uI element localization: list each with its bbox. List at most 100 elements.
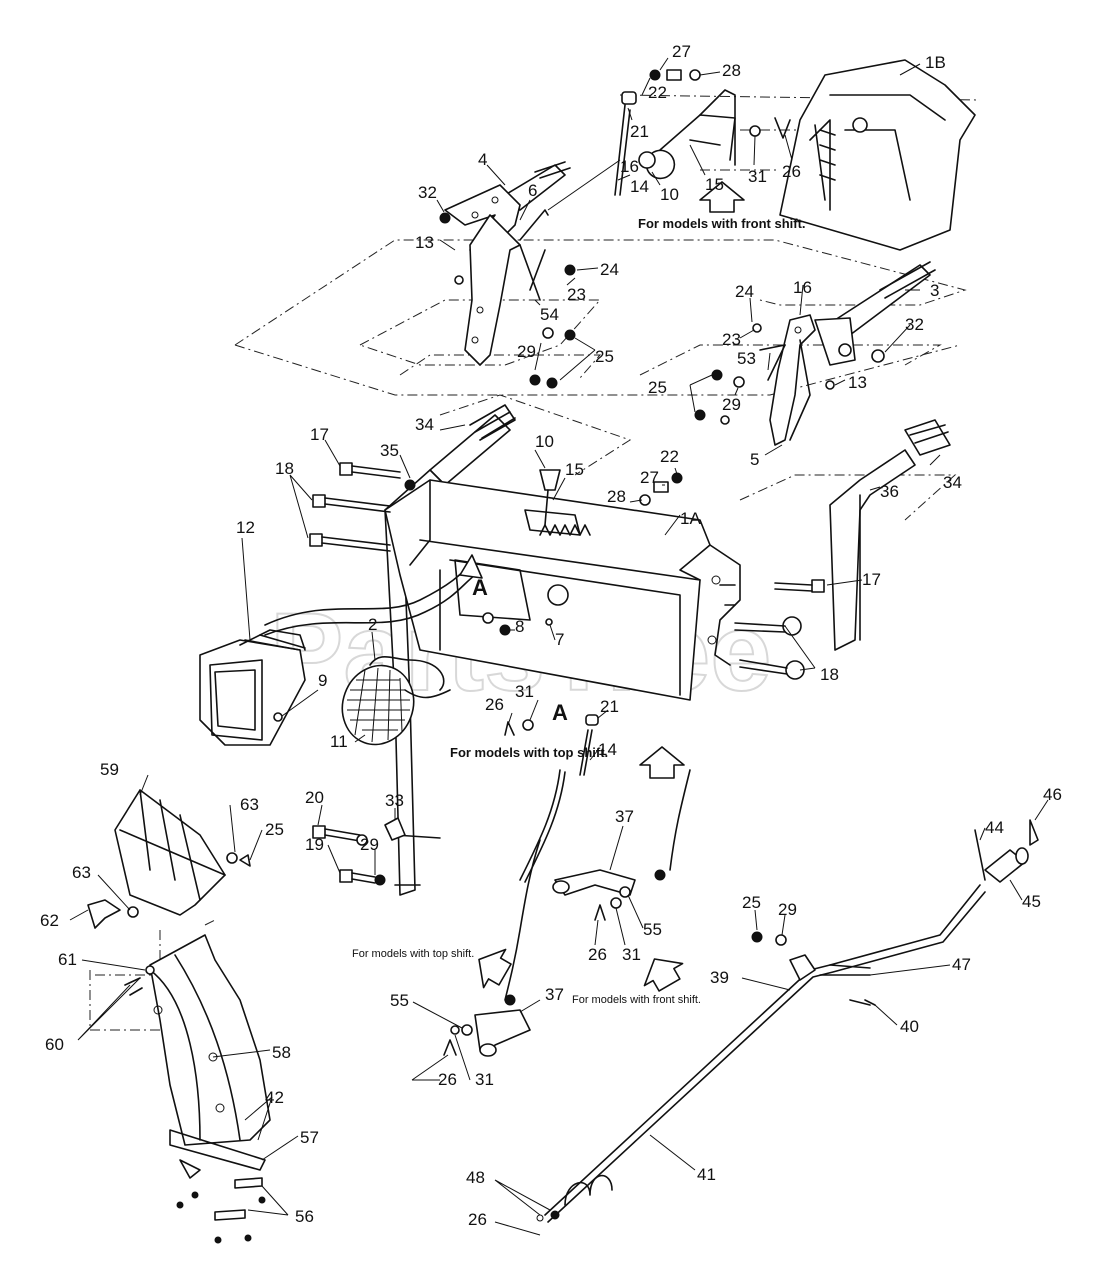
callout-23: 23 bbox=[567, 285, 586, 304]
callout-10: 10 bbox=[535, 432, 554, 451]
callout-32: 32 bbox=[905, 315, 924, 334]
callout-46: 46 bbox=[1043, 785, 1062, 804]
callout-14: 14 bbox=[630, 177, 649, 196]
callout-34: 34 bbox=[943, 473, 962, 492]
right-upper-handle bbox=[694, 261, 936, 446]
callout-45: 45 bbox=[1022, 892, 1041, 911]
callout-29: 29 bbox=[778, 900, 797, 919]
callout-13: 13 bbox=[848, 373, 867, 392]
callout-31: 31 bbox=[475, 1070, 494, 1089]
headlight-assembly bbox=[199, 554, 483, 746]
callout-26: 26 bbox=[485, 695, 504, 714]
callout-25: 25 bbox=[265, 820, 284, 839]
callout-10: 10 bbox=[660, 185, 679, 204]
callout-37: 37 bbox=[615, 807, 634, 826]
callout-1a: 1A bbox=[680, 509, 701, 528]
dashboard-panel bbox=[384, 469, 741, 701]
callout-35: 35 bbox=[380, 441, 399, 460]
callout-23: 23 bbox=[722, 330, 741, 349]
callout-22: 22 bbox=[648, 83, 667, 102]
left-upper-handle bbox=[439, 161, 576, 389]
callout-55: 55 bbox=[390, 991, 409, 1010]
callout-58: 58 bbox=[272, 1043, 291, 1062]
bolts bbox=[309, 462, 825, 680]
callout-26: 26 bbox=[468, 1210, 487, 1229]
callout-9: 9 bbox=[318, 671, 327, 690]
callout-7: 7 bbox=[555, 630, 564, 649]
callout-63: 63 bbox=[240, 795, 259, 814]
callout-31: 31 bbox=[622, 945, 641, 964]
callout-labels: 27 28 22 1B 21 14 10 15 31 26 4 32 6 16 … bbox=[40, 42, 1062, 1229]
front-shift-assembly bbox=[614, 59, 976, 251]
callout-56: 56 bbox=[295, 1207, 314, 1226]
callout-28: 28 bbox=[607, 487, 626, 506]
callout-17: 17 bbox=[862, 570, 881, 589]
callout-47: 47 bbox=[952, 955, 971, 974]
callout-57: 57 bbox=[300, 1128, 319, 1147]
callout-14: 14 bbox=[598, 740, 617, 759]
callout-a1: A bbox=[472, 575, 488, 600]
top-shift-parts bbox=[312, 714, 685, 886]
callout-2: 2 bbox=[368, 615, 377, 634]
chute-crank bbox=[536, 819, 1039, 1223]
callout-31: 31 bbox=[515, 682, 534, 701]
callout-4: 4 bbox=[478, 150, 487, 169]
callout-59: 59 bbox=[100, 760, 119, 779]
callout-5: 5 bbox=[750, 450, 759, 469]
callout-61: 61 bbox=[58, 950, 77, 969]
callout-17: 17 bbox=[310, 425, 329, 444]
callout-26: 26 bbox=[588, 945, 607, 964]
callout-6: 6 bbox=[528, 181, 537, 200]
callout-39: 39 bbox=[710, 968, 729, 987]
callout-18: 18 bbox=[820, 665, 839, 684]
callout-3: 3 bbox=[930, 281, 939, 300]
callout-26: 26 bbox=[782, 162, 801, 181]
callout-29: 29 bbox=[517, 342, 536, 361]
discharge-chute bbox=[87, 789, 271, 1244]
callout-40: 40 bbox=[900, 1017, 919, 1036]
callout-60: 60 bbox=[45, 1035, 64, 1054]
callout-44: 44 bbox=[985, 818, 1004, 837]
callout-33: 33 bbox=[385, 791, 404, 810]
callout-27: 27 bbox=[672, 42, 691, 61]
callout-42: 42 bbox=[265, 1088, 284, 1107]
callout-13: 13 bbox=[415, 233, 434, 252]
callout-53: 53 bbox=[737, 349, 756, 368]
note-front-shift-upper: For models with front shift. bbox=[638, 216, 806, 231]
callout-48: 48 bbox=[466, 1168, 485, 1187]
callout-8: 8 bbox=[515, 617, 524, 636]
callout-55: 55 bbox=[643, 920, 662, 939]
callout-36: 36 bbox=[880, 482, 899, 501]
callout-22: 22 bbox=[660, 447, 679, 466]
callout-41: 41 bbox=[697, 1165, 716, 1184]
callout-11: 11 bbox=[330, 732, 348, 751]
callout-16: 16 bbox=[620, 157, 639, 176]
callout-12: 12 bbox=[236, 518, 255, 537]
callout-29: 29 bbox=[360, 835, 379, 854]
callout-27: 27 bbox=[640, 468, 659, 487]
callout-24: 24 bbox=[600, 260, 619, 279]
callout-15: 15 bbox=[565, 460, 584, 479]
note-front-shift-lower: For models with front shift. bbox=[572, 994, 701, 1006]
shift-rods bbox=[443, 769, 691, 1057]
note-top-shift-lower: For models with top shift. bbox=[352, 948, 474, 960]
callout-26: 26 bbox=[438, 1070, 457, 1089]
callout-31: 31 bbox=[748, 167, 767, 186]
callout-28: 28 bbox=[722, 61, 741, 80]
callout-21: 21 bbox=[630, 122, 649, 141]
callout-29: 29 bbox=[722, 395, 741, 414]
leader-lines bbox=[69, 57, 1049, 1236]
callout-19: 19 bbox=[305, 835, 324, 854]
callout-a2: A bbox=[552, 700, 568, 725]
callout-24: 24 bbox=[735, 282, 754, 301]
callout-32: 32 bbox=[418, 183, 437, 202]
callout-16: 16 bbox=[793, 278, 812, 297]
callout-18: 18 bbox=[275, 459, 294, 478]
callout-34: 34 bbox=[415, 415, 434, 434]
callout-63: 63 bbox=[72, 863, 91, 882]
callout-20: 20 bbox=[305, 788, 324, 807]
callout-21: 21 bbox=[600, 697, 619, 716]
callout-37: 37 bbox=[545, 985, 564, 1004]
callout-15: 15 bbox=[705, 175, 724, 194]
